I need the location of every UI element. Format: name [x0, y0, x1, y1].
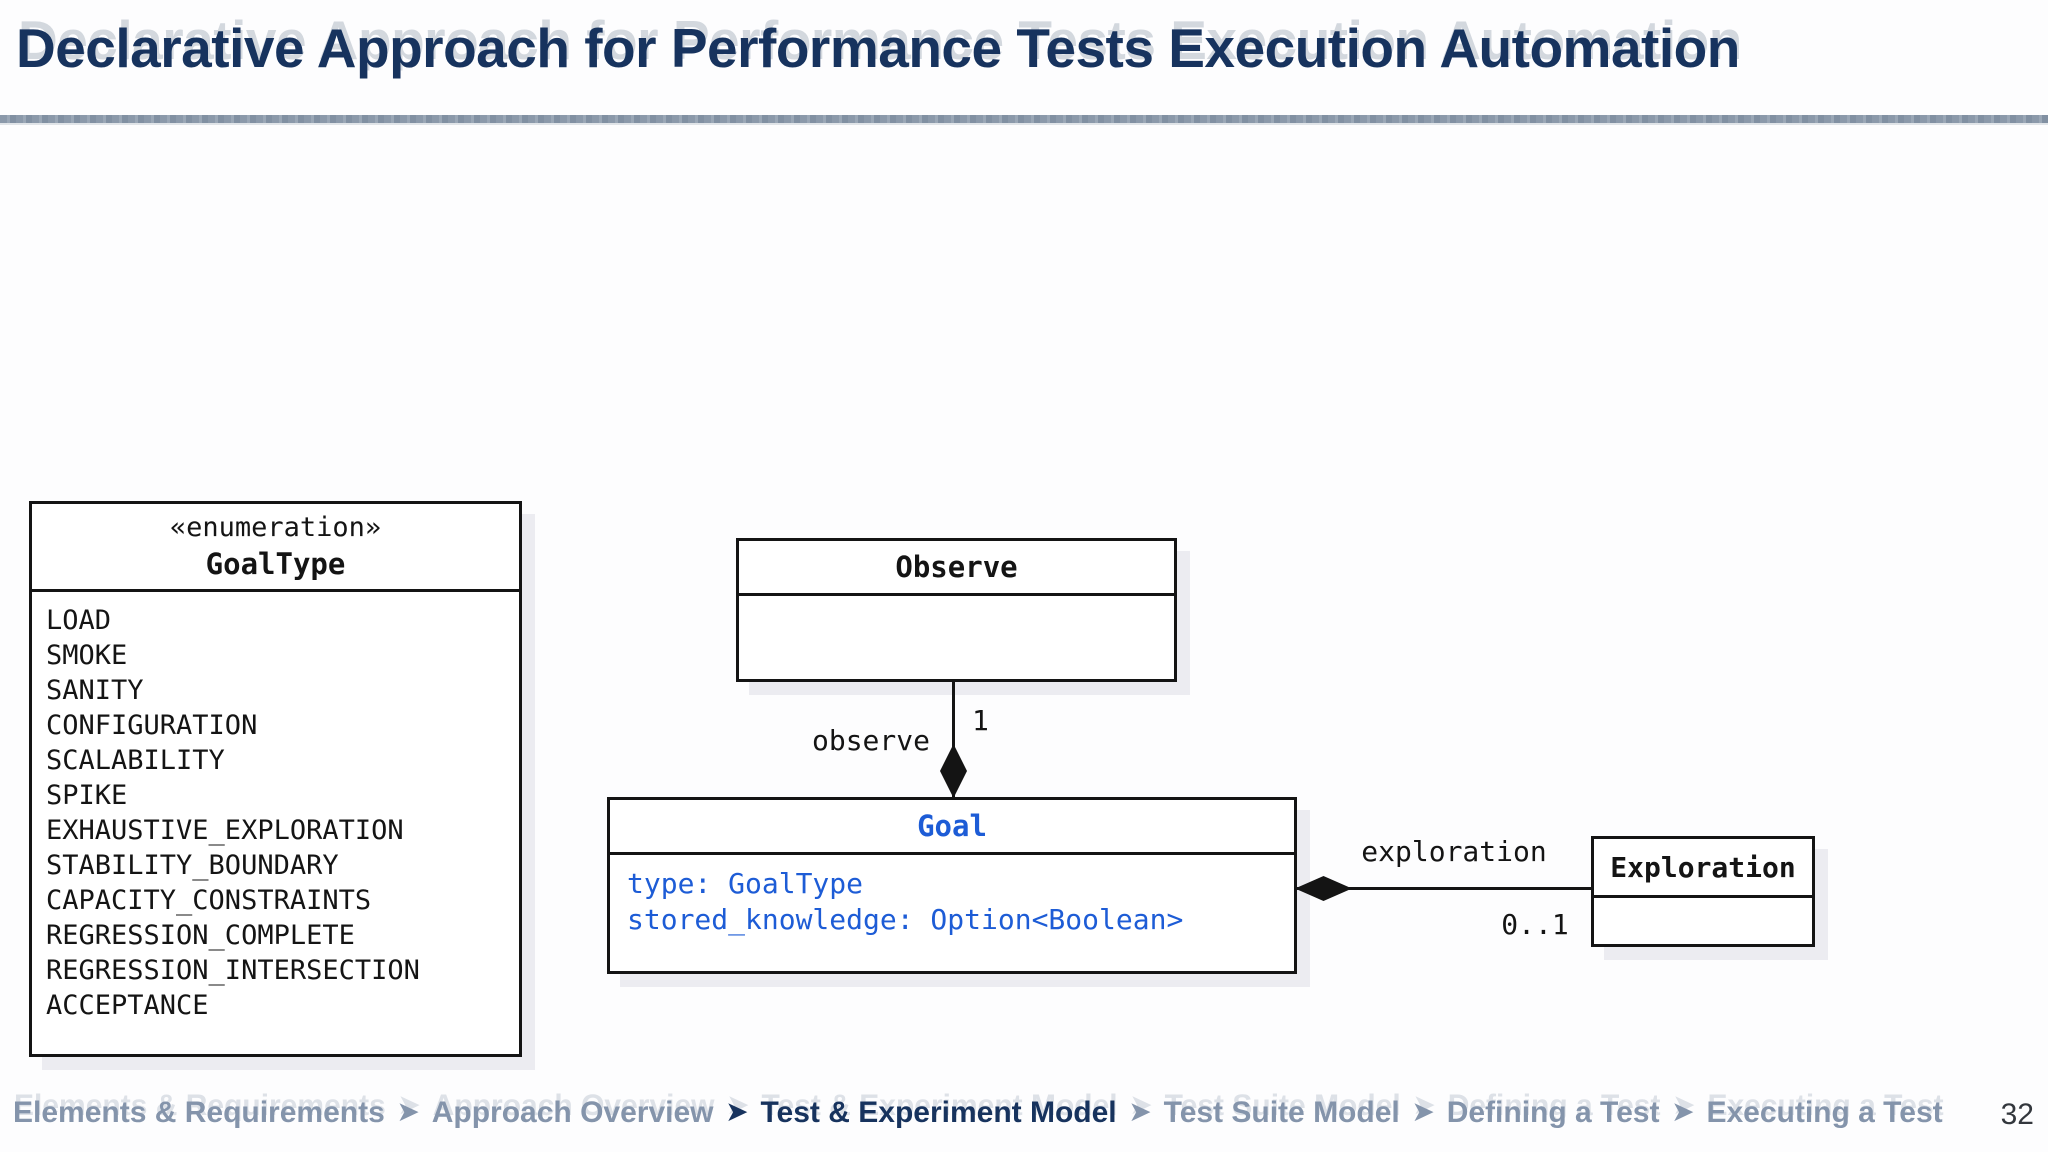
composition-diamond-icon — [940, 744, 967, 798]
exploration-association-line — [1297, 887, 1591, 890]
breadcrumb-item: Test & Experiment Model — [760, 1096, 1117, 1129]
uml-class-observe: Observe — [736, 538, 1177, 682]
breadcrumb-separator-icon: ➤ — [1129, 1098, 1151, 1126]
observe-association-label: observe — [811, 724, 930, 757]
exploration-header: Exploration — [1594, 839, 1812, 898]
goal-attribute: stored_knowledge: Option<Boolean> — [627, 903, 1184, 936]
breadcrumb-separator-icon: ➤ — [1412, 1098, 1434, 1126]
breadcrumb-item: Elements & Requirements — [13, 1096, 385, 1129]
title-divider — [0, 115, 2048, 123]
breadcrumb-separator-icon: ➤ — [726, 1098, 748, 1126]
breadcrumb-item: Test Suite Model — [1163, 1096, 1400, 1129]
goaltype-value: SANITY — [46, 675, 144, 706]
goaltype-values: LOAD SMOKE SANITY CONFIGURATION SCALABILITY S… — [32, 592, 519, 1023]
goaltype-value: CAPACITY_CONSTRAINTS — [46, 885, 372, 916]
uml-class-exploration: Exploration — [1591, 836, 1815, 947]
goal-attribute: type: GoalType — [627, 867, 864, 900]
exploration-multiplicity: 0..1 — [1501, 908, 1569, 941]
goaltype-name: GoalType — [205, 547, 346, 581]
breadcrumb-separator-icon: ➤ — [1672, 1098, 1694, 1126]
page-number: 32 — [2000, 1098, 2034, 1131]
goaltype-value: LOAD — [46, 605, 112, 636]
observe-name: Observe — [895, 550, 1018, 584]
breadcrumb-item: Defining a Test — [1446, 1096, 1660, 1129]
observe-association-line — [952, 682, 955, 797]
goal-header: Goal — [610, 800, 1294, 855]
exploration-association-label: exploration — [1361, 835, 1547, 868]
breadcrumb: Elements & Requirements ➤ Approach Overvie… — [13, 1096, 1993, 1130]
exploration-name: Exploration — [1610, 850, 1796, 884]
goaltype-value: ACCEPTANCE — [46, 990, 209, 1021]
goal-name: Goal — [917, 809, 987, 843]
goaltype-value: REGRESSION_INTERSECTION — [46, 955, 420, 986]
goaltype-value: SCALABILITY — [46, 745, 225, 776]
observe-header: Observe — [739, 541, 1174, 596]
goaltype-value: CONFIGURATION — [46, 710, 258, 741]
page-title: Declarative Approach for Performance Tes… — [16, 17, 1740, 79]
observe-multiplicity: 1 — [972, 704, 989, 737]
goaltype-header: «enumeration» GoalType — [32, 504, 519, 592]
breadcrumb-separator-icon: ➤ — [397, 1098, 419, 1126]
breadcrumb-item: Executing a Test — [1706, 1096, 1943, 1129]
uml-class-goaltype-enum: «enumeration» GoalType LOAD SMOKE SANITY CO… — [29, 501, 522, 1057]
goaltype-value: SPIKE — [46, 780, 128, 811]
breadcrumb-item: Approach Overview — [431, 1096, 714, 1129]
goaltype-stereotype: «enumeration» — [169, 512, 382, 543]
goaltype-value: STABILITY_BOUNDARY — [46, 850, 339, 881]
goaltype-value: EXHAUSTIVE_EXPLORATION — [46, 815, 404, 846]
goaltype-value: SMOKE — [46, 640, 128, 671]
goaltype-value: REGRESSION_COMPLETE — [46, 920, 355, 951]
composition-diamond-icon — [1295, 876, 1352, 901]
